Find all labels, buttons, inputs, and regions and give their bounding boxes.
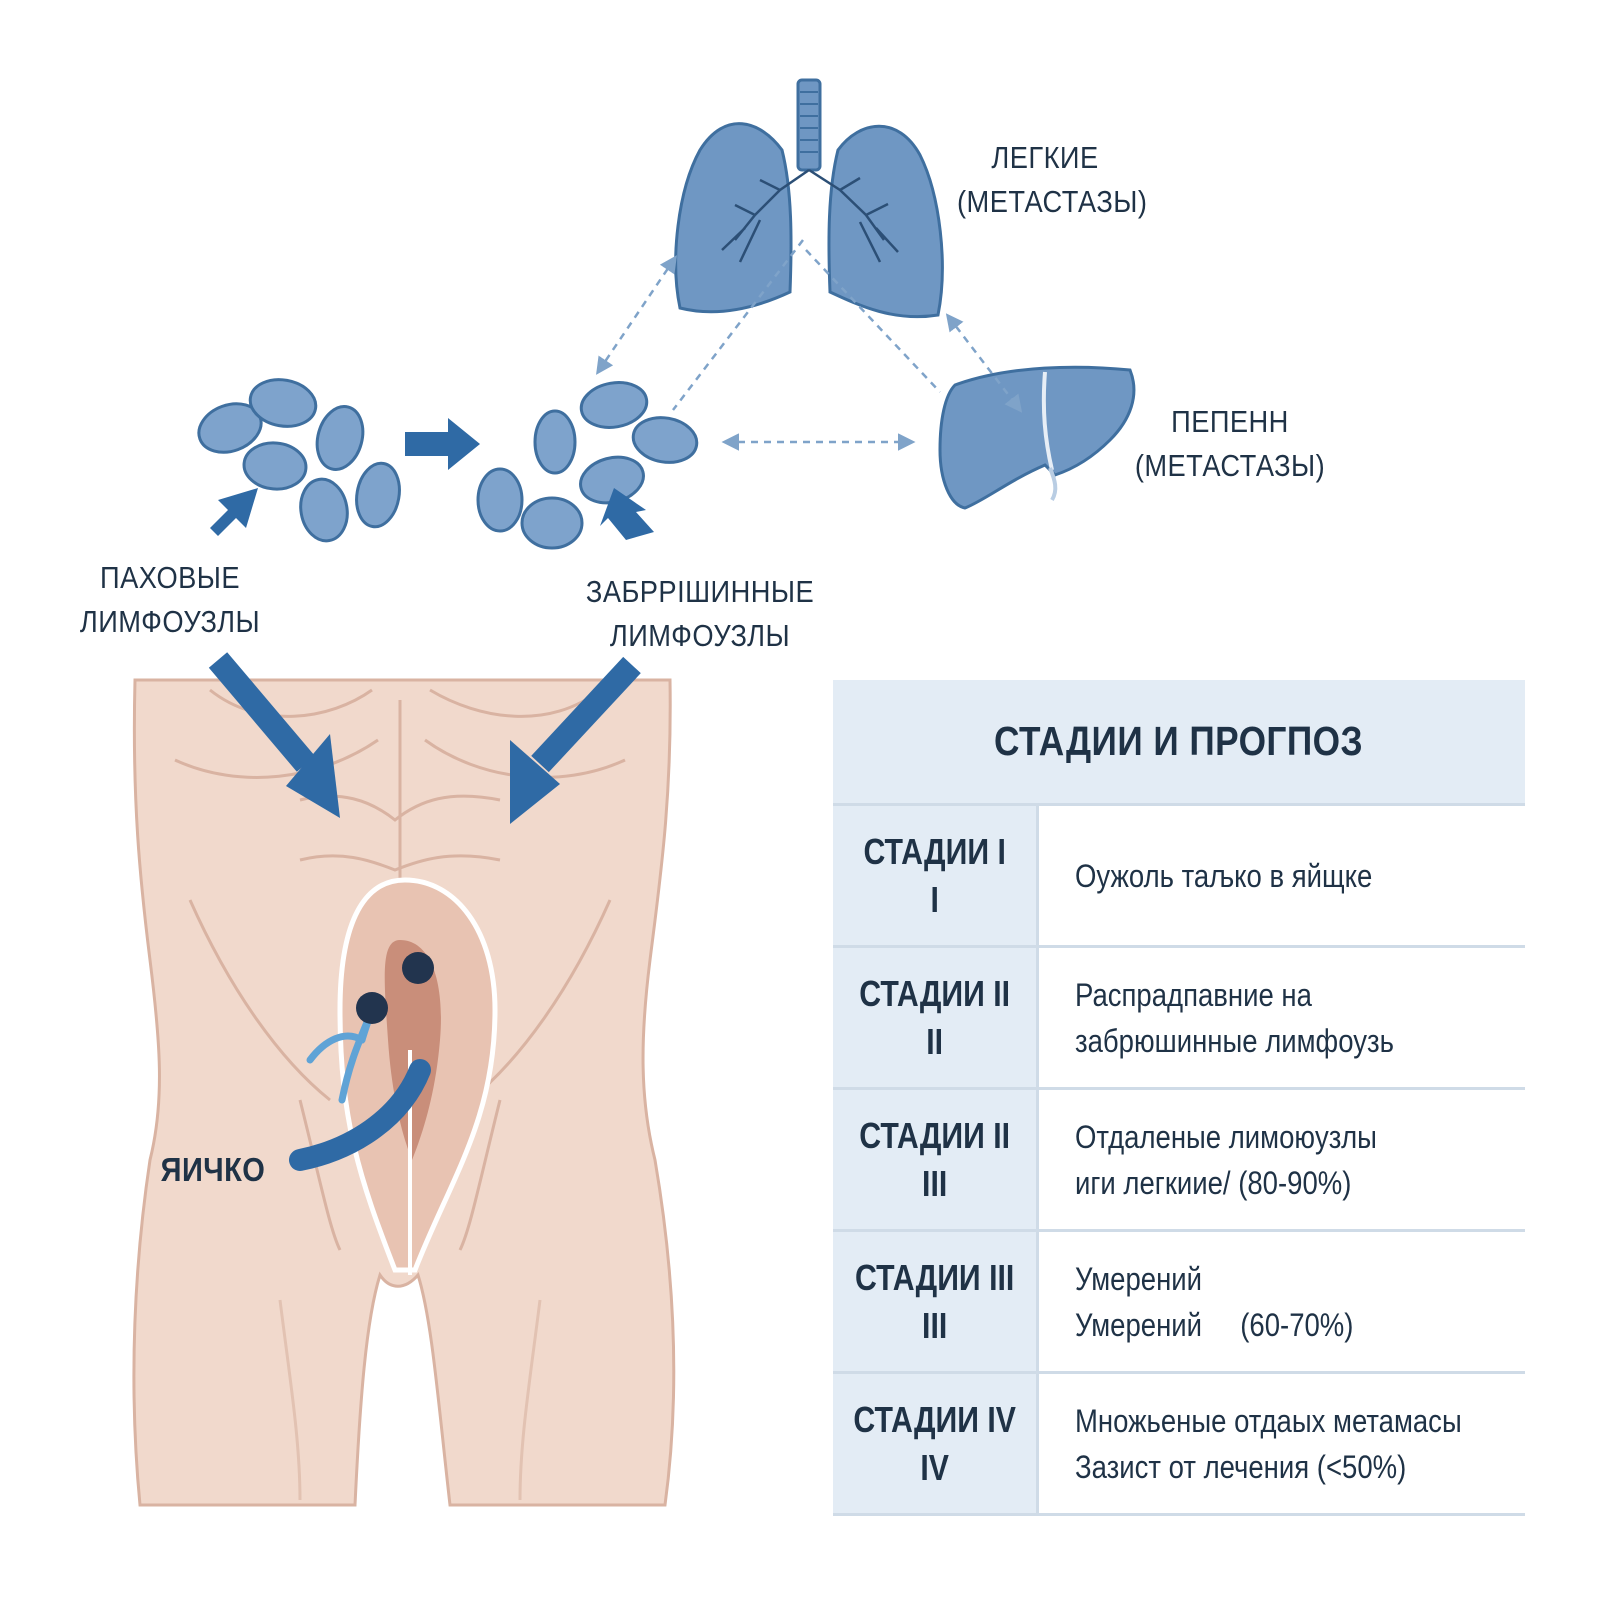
table-title: СТАДИИ И ПРОГПОЗ [833,680,1525,806]
lymph-node-cluster-icon [197,378,401,543]
description-cell: Оужоль таљко в яйщке [1037,804,1525,948]
tumor-dot [356,992,388,1024]
spermatic-vessels [289,952,434,1171]
arrow-icon [210,418,654,540]
inguinal-nodes-label: ПАХОВЫЕ ЛИМФОУЗЛЫ [79,560,261,639]
testis-label: ЯИЧКО [160,1151,266,1188]
liver-label: ПЕПЕНН (МЕТАСТАЗЫ) [1134,404,1326,483]
arrow-icon [286,734,560,824]
arrow-icon [208,652,641,773]
metastasis-paths [596,239,1023,451]
tumor-dot [402,952,434,984]
lymph-node-cluster-icon [476,381,699,550]
lungs-icon [674,78,944,319]
liver-icon [938,365,1136,510]
retroperitoneal-nodes-label: ЗАБРРIШИННЫЕ ЛИМФОУЗЛЫ [585,574,815,653]
lungs-label: ЛЕГКИЕ (МЕТАСТАЗЫ) [957,140,1148,219]
spermatic-cord [289,1059,431,1171]
